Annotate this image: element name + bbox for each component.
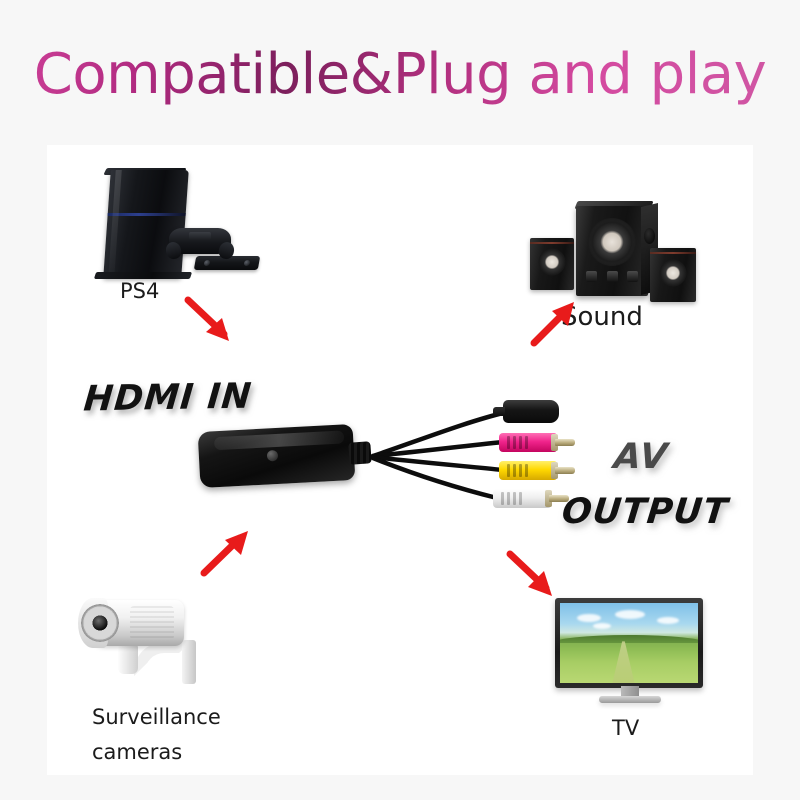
ps4-label: PS4 [120,279,160,303]
subwoofer-driver-cone [588,218,636,266]
satellite-speaker-right [650,248,696,302]
tv-bezel [555,598,703,688]
camera-mount-neck [118,642,138,674]
plug-audio-jack [493,400,559,423]
hdmi-to-av-converter [185,390,605,520]
cable-yellow [370,454,506,473]
tv-stand-neck [621,686,639,698]
cable-bundle [370,409,510,501]
subwoofer-control-knobs [586,270,638,283]
converter-body [197,423,356,489]
ps4-base [93,272,193,279]
camera-label-line-1: Surveillance [92,705,221,729]
ps4-controller-touchpad [189,232,211,240]
output-label: OUTPUT [559,492,731,532]
ps4-body [103,170,189,278]
cable-white [370,455,500,501]
subwoofer-bass-port [644,228,655,244]
arrow-ps4-to-converter-icon [184,296,229,341]
page-title: Compatible&Plug and play [0,42,800,107]
speaker-system-icon [528,196,696,306]
camera-label-line-2: cameras [92,740,183,764]
camera-wall-arm [134,642,190,676]
tv-screen [560,603,698,683]
cable-black [370,409,510,459]
tv-icon [555,598,705,708]
arrow-converter-to-sound-icon [530,302,574,347]
camera-wall-plate [182,640,196,684]
ps4-console-icon [85,168,261,283]
cable-pink [370,439,506,459]
converter-strain-relief [348,441,372,465]
av-label: AV [611,437,670,477]
arrow-camera-to-converter-icon [200,531,248,577]
sound-label: Sound [561,302,643,332]
arrow-converter-to-tv-icon [506,550,552,596]
surveillance-camera-icon [78,592,218,697]
camera-ir-lens [81,604,119,642]
tv-stand-base [599,696,661,703]
ps4-controller-icon [169,228,231,254]
tv-label: TV [612,716,640,740]
satellite-speaker-left [530,238,574,290]
